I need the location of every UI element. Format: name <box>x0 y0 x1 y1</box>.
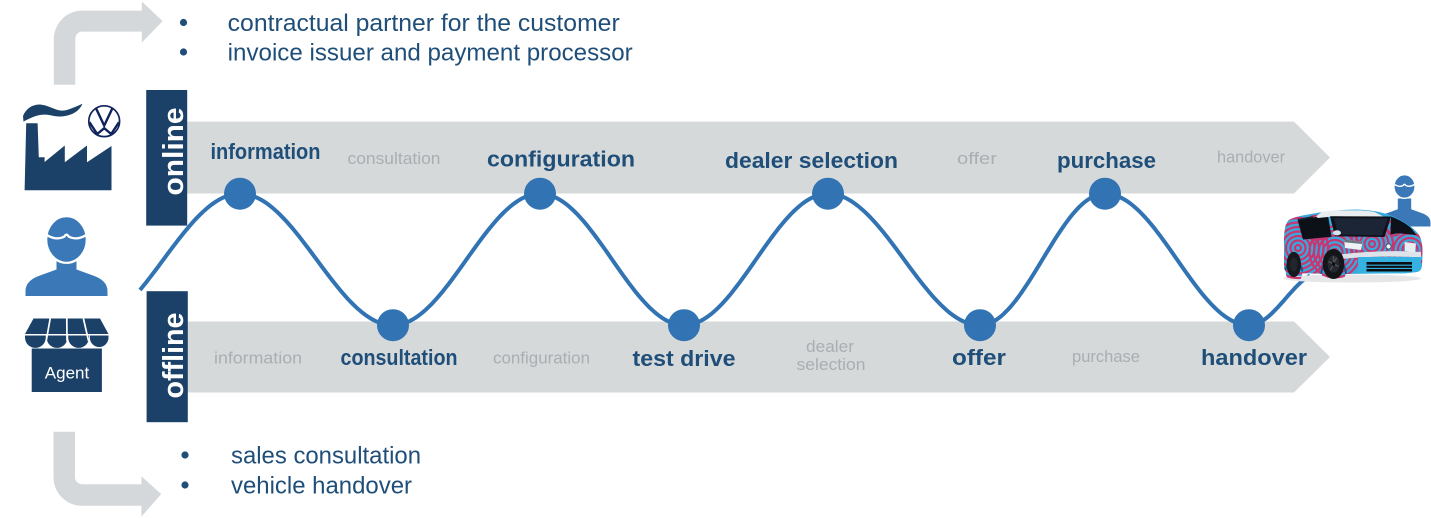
svg-text:selection: selection <box>797 355 866 374</box>
svg-text:Agent: Agent <box>45 364 90 383</box>
svg-text:configuration: configuration <box>493 349 590 368</box>
svg-text:offline: offline <box>158 313 190 399</box>
svg-text:vehicle handover: vehicle handover <box>231 472 412 499</box>
svg-text:handover: handover <box>1201 345 1307 370</box>
svg-text:information: information <box>211 139 321 164</box>
svg-text:handover: handover <box>1217 147 1285 166</box>
svg-text:purchase: purchase <box>1072 347 1140 366</box>
svg-text:sales consultation: sales consultation <box>231 443 421 470</box>
svg-text:information: information <box>214 349 302 368</box>
svg-text:purchase: purchase <box>1057 148 1156 173</box>
svg-text:offer: offer <box>957 149 997 168</box>
svg-text:invoice issuer and payment pro: invoice issuer and payment processor <box>228 39 633 66</box>
svg-text:consultation: consultation <box>348 149 441 168</box>
svg-text:dealer: dealer <box>806 337 854 356</box>
svg-text:test drive: test drive <box>633 346 736 371</box>
svg-text:consultation: consultation <box>341 345 458 370</box>
svg-text:configuration: configuration <box>487 146 635 171</box>
svg-text:contractual partner for the cu: contractual partner for the customer <box>228 10 620 37</box>
svg-text:offer: offer <box>952 345 1006 370</box>
svg-text:dealer selection: dealer selection <box>725 148 898 173</box>
svg-text:online: online <box>158 108 190 196</box>
